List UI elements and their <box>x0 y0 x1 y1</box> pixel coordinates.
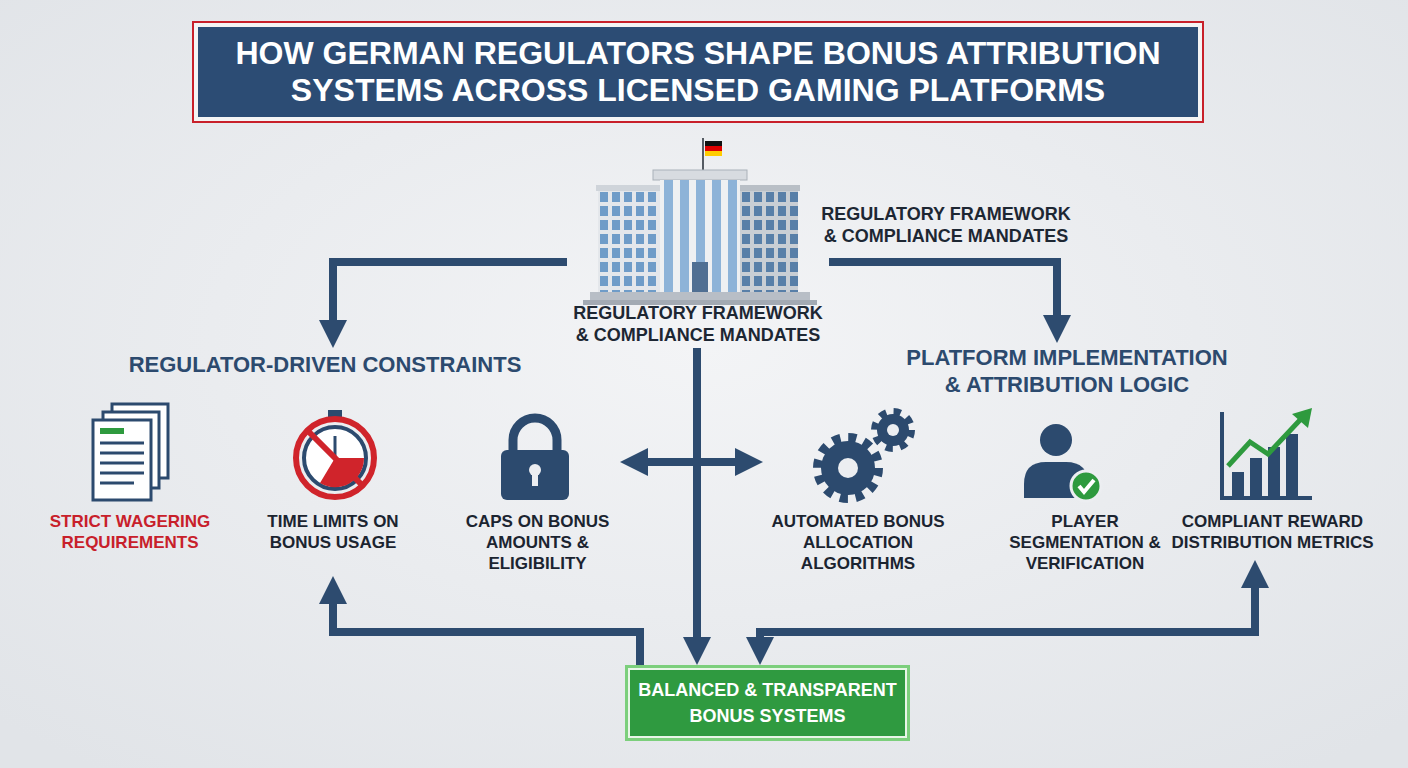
building-door <box>692 262 708 292</box>
gear-hole <box>838 458 858 478</box>
keyhole <box>532 472 538 486</box>
flow-arrow <box>829 262 1057 329</box>
flag-pole <box>702 138 704 172</box>
outcome-box: BALANCED & TRANSPARENT BONUS SYSTEMS <box>625 665 910 741</box>
chart-axis <box>1222 412 1312 498</box>
text-line <box>100 482 134 485</box>
flag-stripe <box>705 151 722 156</box>
roof-cap <box>596 185 664 191</box>
node-text: STRICT WAGERING REQUIREMENTS <box>35 511 225 553</box>
node-text: REGULATORY FRAMEWORK & COMPLIANCE MANDAT… <box>567 302 829 346</box>
padlock-icon <box>501 418 569 500</box>
implementation-item: COMPLIANT REWARD DISTRIBUTION METRICS <box>1165 400 1380 560</box>
node-text: AUTOMATED BONUS ALLOCATION ALGORITHMS <box>763 511 953 574</box>
text-line <box>100 462 144 465</box>
implementation-item: PLAYER SEGMENTATION & VERIFICATION <box>1004 400 1166 570</box>
trend-line <box>1228 420 1300 466</box>
title-frame <box>193 22 1203 122</box>
node-text: BALANCED & TRANSPARENT BONUS SYSTEMS <box>632 677 903 729</box>
building-base <box>590 292 810 300</box>
text-line <box>100 452 144 455</box>
prohibition-ring <box>296 419 374 497</box>
regulator-node: REGULATORY FRAMEWORK & COMPLIANCE MANDAT… <box>567 140 829 348</box>
padlock-shackle <box>513 418 557 454</box>
gear-teeth <box>818 438 878 498</box>
implementation-item: AUTOMATED BONUS ALLOCATION ALGORITHMS <box>763 400 953 576</box>
gear-hole <box>887 424 899 436</box>
trend-arrowhead <box>1292 408 1312 428</box>
flow-arrow <box>693 348 701 651</box>
flag-stripe <box>705 141 722 146</box>
annotation-text: REGULATORY FRAMEWORK & COMPLIANCE MANDAT… <box>815 203 1077 247</box>
roof-slab <box>653 170 747 180</box>
flag-stripe <box>705 146 722 151</box>
gear-body <box>877 414 909 446</box>
node-text: CAPS ON BONUS AMOUNTS & ELIGIBILITY <box>455 511 620 574</box>
building-wing <box>598 191 662 292</box>
stopwatch-icon <box>296 410 374 497</box>
constraint-item: CAPS ON BONUS AMOUNTS & ELIGIBILITY <box>455 400 620 576</box>
constraint-item: TIME LIMITS ON BONUS USAGE <box>253 400 413 576</box>
diagram-title: HOW GERMAN REGULATORS SHAPE BONUS ATTRIB… <box>198 35 1198 109</box>
prohibition-slash <box>307 430 363 486</box>
chart-bar <box>1286 434 1298 496</box>
gear-teeth <box>875 412 911 448</box>
check-mark <box>1079 480 1094 492</box>
gears-icon <box>818 412 911 498</box>
building-center <box>660 180 740 292</box>
flow-arrow <box>760 574 1255 651</box>
constraint-item: STRICT WAGERING REQUIREMENTS <box>35 400 225 558</box>
flow-arrow <box>333 262 567 334</box>
paper-sheet <box>93 420 151 500</box>
chart-bar <box>1232 472 1244 496</box>
paper-highlight <box>100 428 124 434</box>
node-text: PLAYER SEGMENTATION & VERIFICATION <box>1004 511 1166 574</box>
flow-arrow <box>333 590 640 665</box>
node-text: PLATFORM IMPLEMENTATION & ATTRIBUTION LO… <box>898 344 1236 398</box>
title-fill <box>198 27 1198 117</box>
text-line <box>100 442 144 445</box>
chart-bar <box>1250 458 1262 496</box>
regulator-building <box>583 138 817 305</box>
node-text: COMPLIANT REWARD DISTRIBUTION METRICS <box>1165 511 1380 553</box>
gear-body <box>821 441 875 495</box>
padlock-body <box>501 450 569 500</box>
stopwatch-face <box>304 427 366 489</box>
check-badge <box>1071 471 1101 501</box>
verified-user-icon <box>1024 424 1101 501</box>
roof-cap <box>738 185 800 191</box>
growth-chart-icon <box>1222 408 1312 498</box>
node-text: REGULATOR-DRIVEN CONSTRAINTS <box>129 351 522 378</box>
user-head <box>1040 424 1072 456</box>
flow-arrow <box>634 458 749 466</box>
text-line <box>100 472 144 475</box>
building-wing <box>740 191 798 292</box>
node-text: TIME LIMITS ON BONUS USAGE <box>253 511 413 553</box>
documents-icon <box>93 404 168 500</box>
section-header: REGULATOR-DRIVEN CONSTRAINTS <box>110 348 540 380</box>
section-header: PLATFORM IMPLEMENTATION & ATTRIBUTION LO… <box>898 343 1236 399</box>
title-box: HOW GERMAN REGULATORS SHAPE BONUS ATTRIB… <box>198 27 1198 117</box>
